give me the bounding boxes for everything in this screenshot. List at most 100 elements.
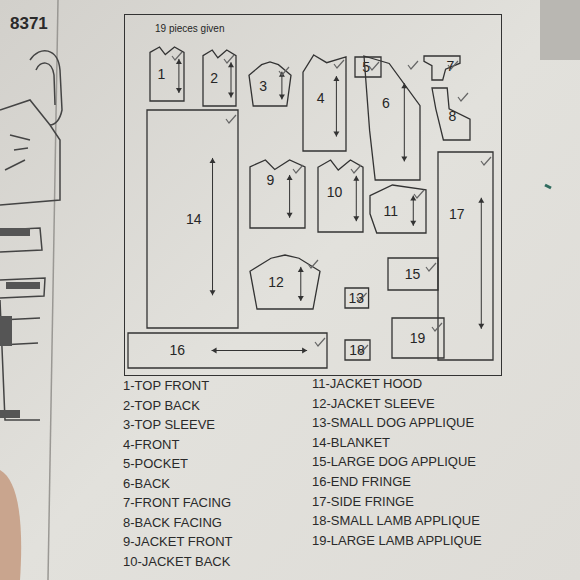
grainline-arrowhead xyxy=(333,76,339,81)
piece-outline-path xyxy=(345,340,370,360)
grainline-arrowhead xyxy=(297,295,303,300)
piece-list-item: 1-TOP FRONT xyxy=(123,378,209,393)
grainline xyxy=(230,62,231,97)
pattern-piece: 12 xyxy=(250,255,320,309)
piece-list-item: 18-SMALL LAMB APPLIQUE xyxy=(312,513,480,528)
grainline xyxy=(212,157,213,294)
piece-outline xyxy=(128,333,327,368)
check-mark xyxy=(414,190,424,198)
piece-number: 11 xyxy=(384,203,399,219)
pattern-piece: 7 xyxy=(424,56,460,80)
piece-outline-path xyxy=(345,288,369,308)
piece-list-item: 13-SMALL DOG APPLIQUE xyxy=(312,415,474,430)
grainline-arrowhead xyxy=(175,58,181,63)
check-mark xyxy=(224,55,234,63)
check-mark xyxy=(458,93,468,101)
piece-outline xyxy=(250,255,320,309)
piece-list-item: 7-FRONT FACING xyxy=(123,495,231,510)
piece-list-item: 4-FRONT xyxy=(123,437,179,452)
piece-number: 3 xyxy=(259,78,267,94)
check-mark xyxy=(226,115,236,123)
pattern-frame: 19 pieces given1234567891011121314151617… xyxy=(124,14,502,376)
pattern-piece: 14 xyxy=(147,110,238,328)
piece-outline xyxy=(249,62,291,106)
piece-outline-path xyxy=(424,56,460,80)
pattern-piece: 18 xyxy=(345,340,370,360)
grainline xyxy=(178,58,179,92)
frame-heading: 19 pieces given xyxy=(155,23,225,34)
piece-outline-path xyxy=(249,62,291,106)
pattern-piece: 11 xyxy=(370,185,426,233)
piece-outline-path xyxy=(147,110,238,328)
piece-list-item: 6-BACK xyxy=(123,476,170,491)
piece-list-item: 2-TOP BACK xyxy=(123,398,200,413)
pattern-piece: 8 xyxy=(432,88,470,140)
piece-number: 14 xyxy=(186,211,202,227)
piece-outline-path xyxy=(203,50,236,106)
piece-number: 16 xyxy=(169,342,185,358)
piece-outline-path xyxy=(250,255,320,309)
grainline-arrowhead xyxy=(333,131,339,136)
piece-list-item: 10-JACKET BACK xyxy=(123,554,230,569)
piece-number: 2 xyxy=(210,70,218,86)
check-mark xyxy=(172,52,182,60)
piece-outline-path xyxy=(432,88,470,140)
piece-number: 1 xyxy=(158,66,166,82)
piece-outline-path xyxy=(150,47,184,101)
grainline-arrowhead xyxy=(211,347,216,353)
check-mark xyxy=(279,67,289,75)
grainline-arrowhead xyxy=(228,92,234,97)
pattern-piece: 13 xyxy=(345,288,369,308)
piece-number: 8 xyxy=(449,108,457,124)
grainline xyxy=(300,266,301,300)
piece-outline-path xyxy=(250,160,305,228)
piece-number: 19 xyxy=(410,330,426,346)
piece-number: 7 xyxy=(447,58,455,74)
grainline-arrowhead xyxy=(297,266,303,271)
pattern-piece: 16 xyxy=(128,333,327,368)
piece-list-item: 11-JACKET HOOD xyxy=(312,376,422,391)
pattern-piece: 19 xyxy=(392,318,444,358)
piece-number: 9 xyxy=(267,172,275,188)
piece-list-item: 8-BACK FACING xyxy=(123,515,222,530)
piece-list-item: 16-END FRINGE xyxy=(312,474,411,489)
check-mark xyxy=(293,165,303,173)
pattern-piece: 17 xyxy=(438,152,493,360)
piece-outline xyxy=(150,47,184,101)
pattern-piece: 15 xyxy=(388,258,438,290)
piece-number: 18 xyxy=(349,342,365,358)
piece-list-item: 15-LARGE DOG APPLIQUE xyxy=(312,454,476,469)
piece-list-item: 17-SIDE FRINGE xyxy=(312,494,414,509)
speck xyxy=(545,185,551,188)
piece-outline-path xyxy=(364,56,420,180)
check-mark xyxy=(308,260,318,268)
grainline-arrowhead xyxy=(286,212,292,217)
check-mark xyxy=(351,165,361,173)
check-mark xyxy=(426,263,436,271)
pattern-piece: 10 xyxy=(318,160,363,232)
check-mark xyxy=(334,60,344,68)
grainline-arrowhead xyxy=(478,323,484,328)
grainline-arrowhead xyxy=(228,62,234,67)
check-mark xyxy=(315,338,325,346)
pattern-piece: 4 xyxy=(303,55,346,151)
page-fold xyxy=(48,0,58,580)
piece-outline-path xyxy=(318,160,363,232)
grainline xyxy=(480,197,481,328)
piece-outline xyxy=(364,56,420,180)
grainline-arrowhead xyxy=(286,174,292,179)
grainline xyxy=(403,83,404,161)
grainline-arrowhead xyxy=(401,156,407,161)
piece-number: 12 xyxy=(268,274,284,290)
piece-list-item: 19-LARGE LAMB APPLIQUE xyxy=(312,533,482,548)
grainline-arrowhead xyxy=(401,83,407,88)
piece-number: 17 xyxy=(449,206,465,222)
piece-number: 6 xyxy=(382,95,390,111)
piece-outline-path xyxy=(370,185,426,233)
pattern-piece: 6 xyxy=(364,56,420,180)
piece-outline-path xyxy=(438,152,493,360)
grainline-arrowhead xyxy=(353,175,359,180)
pattern-piece: 2 xyxy=(203,50,236,106)
piece-list-item: 3-TOP SLEEVE xyxy=(123,417,215,432)
